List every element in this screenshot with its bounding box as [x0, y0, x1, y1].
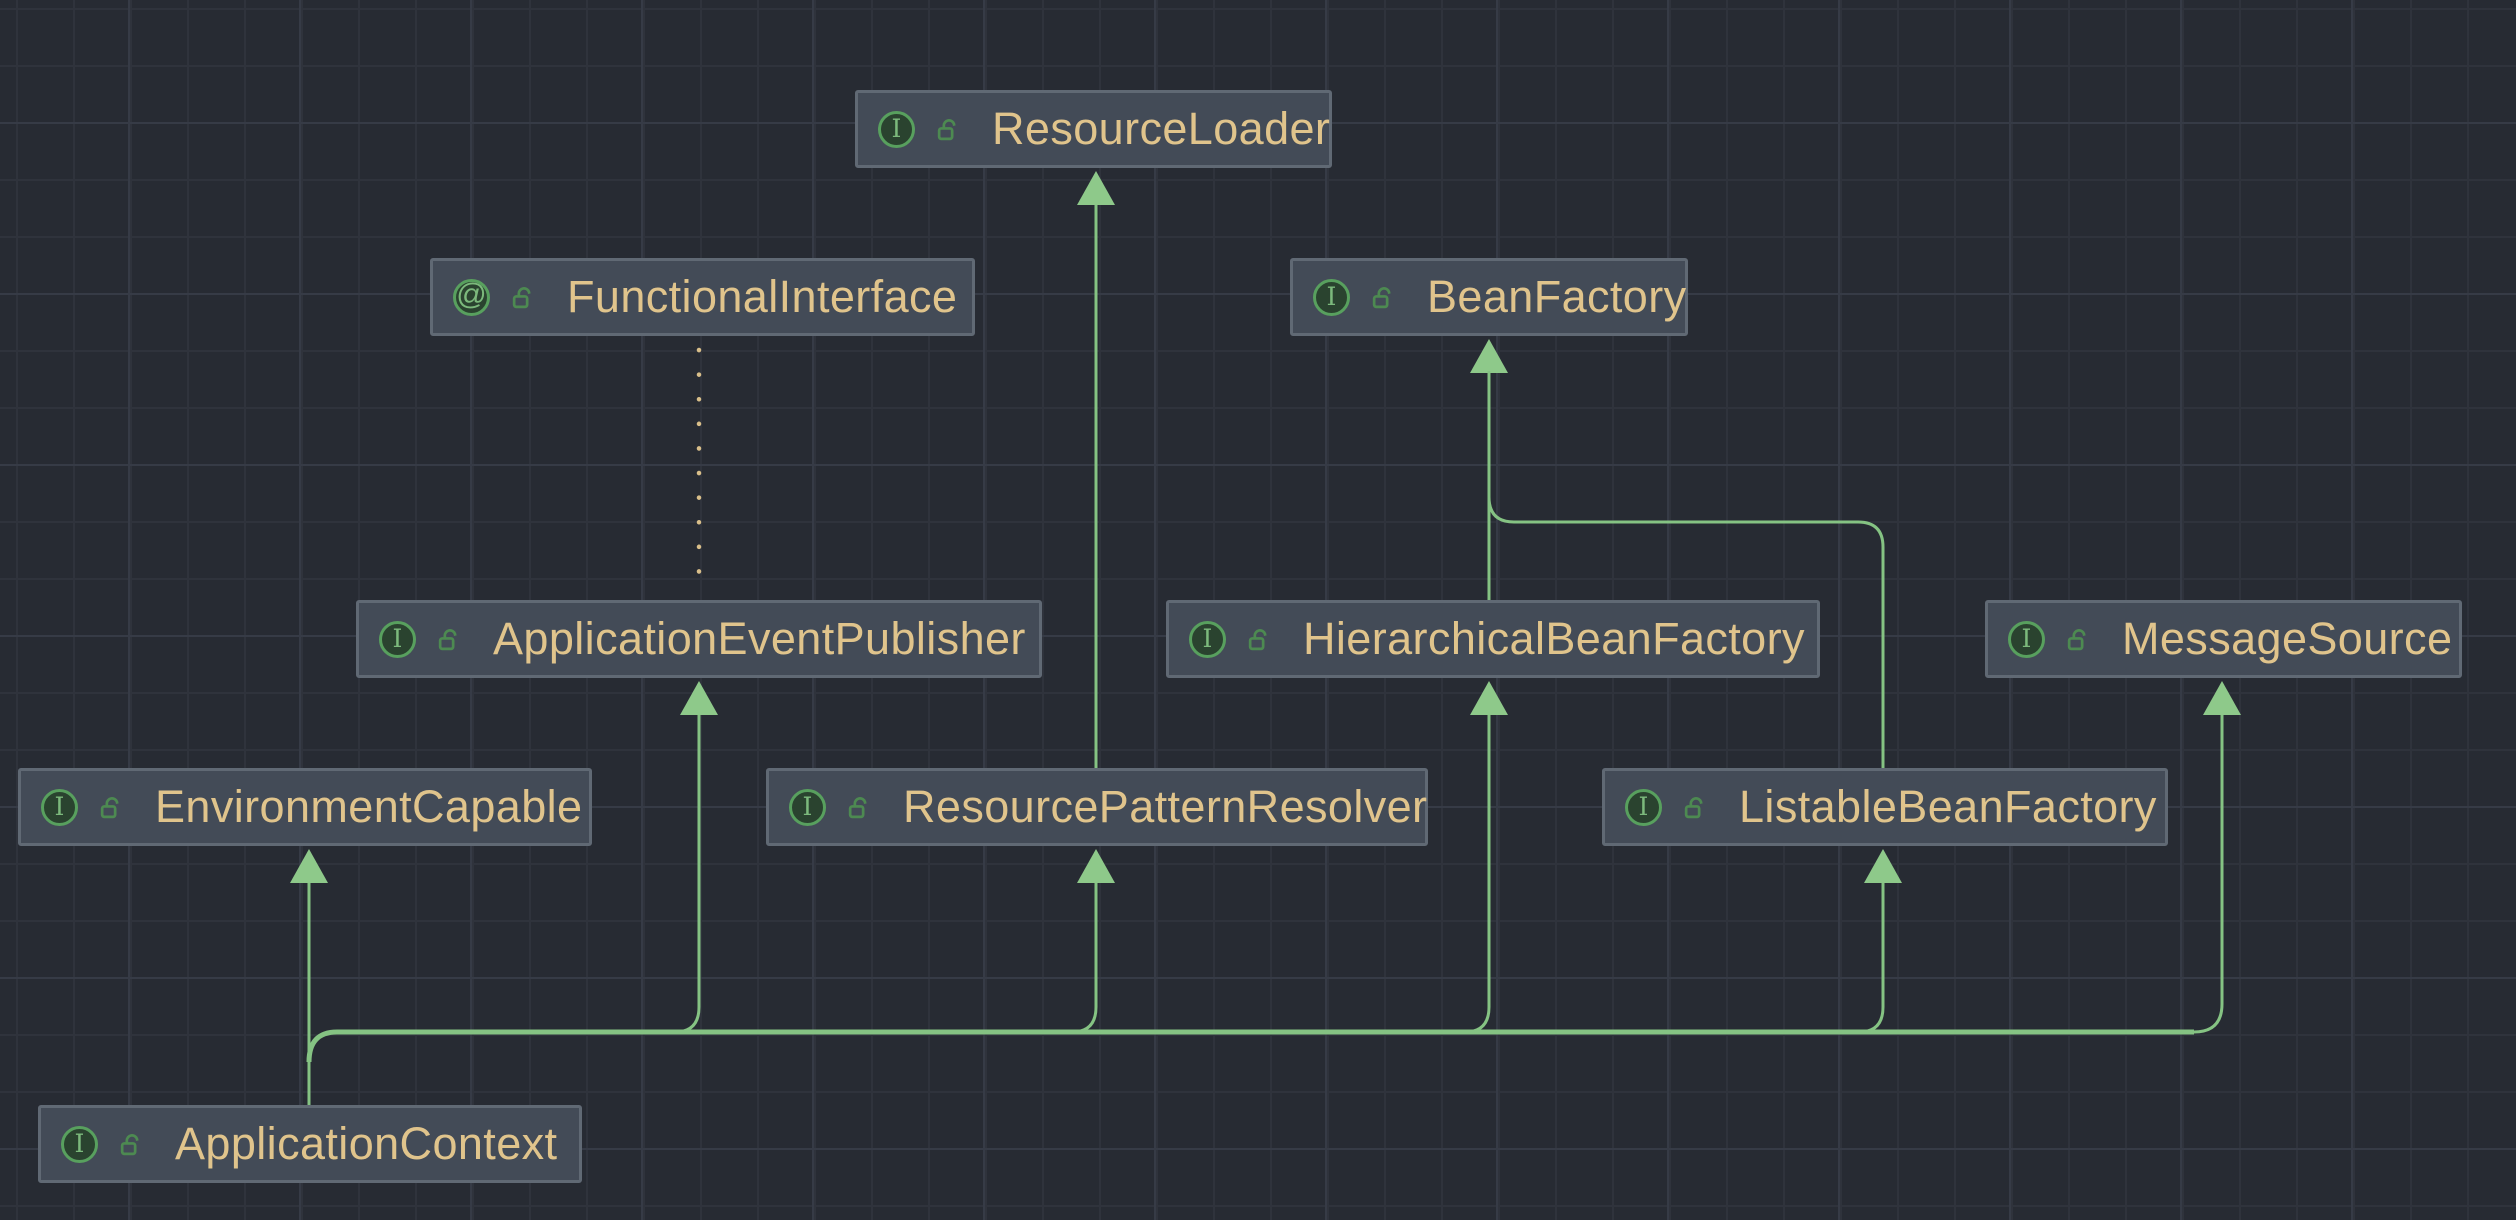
interface-icon: I	[379, 620, 416, 658]
unlock-icon	[2067, 628, 2086, 650]
interface-glyph: I	[392, 623, 403, 653]
node-label: ResourceLoader	[992, 103, 1331, 154]
interface-glyph: I	[2021, 623, 2032, 653]
interface-glyph: I	[802, 791, 813, 821]
interface-glyph: I	[1202, 623, 1213, 653]
node-label: BeanFactory	[1427, 271, 1687, 322]
node-label: MessageSource	[2122, 613, 2453, 664]
interface-icon: I	[41, 788, 78, 826]
interface-icon: I	[1189, 620, 1226, 658]
unlock-icon	[1248, 628, 1267, 650]
node-application-context[interactable]: I ApplicationContext	[38, 1105, 582, 1183]
interface-icon: I	[1313, 278, 1350, 316]
node-message-source[interactable]: I MessageSource	[1985, 600, 2462, 678]
unlock-icon	[848, 796, 867, 818]
interface-glyph: I	[1638, 791, 1649, 821]
unlock-icon	[1684, 796, 1703, 818]
interface-glyph: I	[74, 1128, 85, 1158]
edge-application-context-to-resource-pattern-resolver	[1071, 849, 1115, 1034]
node-functional-interface[interactable]: @ FunctionalInterface	[430, 258, 975, 336]
node-application-event-publisher[interactable]: I ApplicationEventPublisher	[356, 600, 1042, 678]
edge-application-context-to-message-source	[2193, 681, 2241, 1034]
annotation-glyph: @	[456, 278, 487, 311]
node-label: HierarchicalBeanFactory	[1303, 613, 1805, 664]
node-bean-factory[interactable]: I BeanFactory	[1290, 258, 1688, 336]
unlock-icon	[120, 1133, 139, 1155]
unlock-icon	[512, 286, 531, 308]
unlock-icon	[100, 796, 119, 818]
node-resource-pattern-resolver[interactable]: I ResourcePatternResolver	[766, 768, 1428, 846]
unlock-icon	[1372, 286, 1391, 308]
node-hierarchical-bean-factory[interactable]: I HierarchicalBeanFactory	[1166, 600, 1820, 678]
interface-icon: I	[2008, 620, 2045, 658]
interface-glyph: I	[1326, 281, 1337, 311]
node-resource-loader[interactable]: I ResourceLoader	[855, 90, 1332, 168]
edge-application-context-to-environment-capable	[290, 849, 328, 1105]
node-environment-capable[interactable]: I EnvironmentCapable	[18, 768, 592, 846]
interface-icon: I	[1625, 788, 1662, 826]
node-label: ApplicationContext	[175, 1118, 558, 1169]
node-label: EnvironmentCapable	[155, 781, 583, 832]
node-label: FunctionalInterface	[567, 271, 958, 322]
interface-icon: I	[878, 110, 915, 148]
node-label: ListableBeanFactory	[1739, 781, 2157, 832]
edge-application-context-to-listable-bean-factory	[1858, 849, 1902, 1034]
interface-glyph: I	[54, 791, 65, 821]
edge-application-context-to-hierarchical-bean-factory	[1464, 681, 1508, 1034]
edge-listable-bean-factory-to-bean-factory	[1487, 371, 1885, 768]
node-label: ResourcePatternResolver	[903, 781, 1428, 832]
node-label: ApplicationEventPublisher	[493, 613, 1026, 664]
interface-icon: I	[61, 1125, 98, 1163]
node-listable-bean-factory[interactable]: I ListableBeanFactory	[1602, 768, 2168, 846]
edge-resource-pattern-resolver-to-resource-loader	[1077, 171, 1115, 768]
unlock-icon	[937, 118, 956, 140]
annotation-icon: @	[453, 278, 490, 316]
interface-glyph: I	[891, 113, 902, 143]
edge-application-context-trunk	[306, 1029, 2194, 1063]
unlock-icon	[438, 628, 457, 650]
edge-application-context-to-application-event-publisher	[674, 681, 718, 1034]
interface-icon: I	[789, 788, 826, 826]
